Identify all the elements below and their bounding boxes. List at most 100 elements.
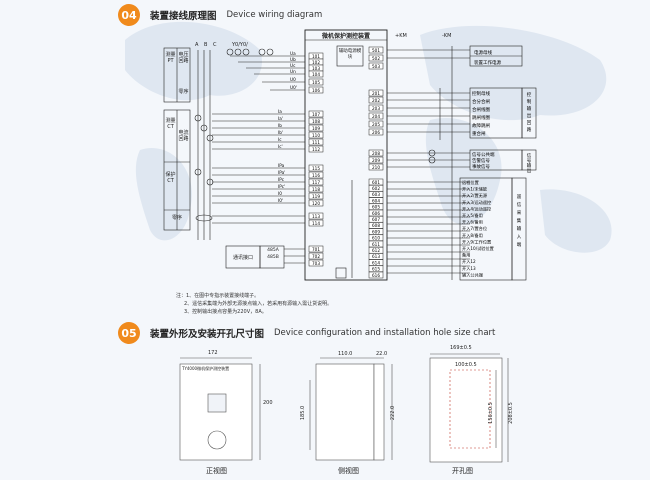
terminal-109-box — [308, 124, 324, 132]
terminal-203: 203 — [372, 106, 380, 111]
terminal-102: 102 — [312, 60, 320, 65]
ctrl-side-char-5: 路 — [527, 126, 532, 133]
terminal-603: 603 — [372, 192, 380, 197]
terminal-204-box — [368, 112, 384, 120]
right-ctrl-2: 合闸线圈 — [472, 106, 490, 113]
terminal-107: 107 — [312, 112, 320, 117]
right-in-12: 开入12 — [462, 259, 476, 265]
terminal-703: 703 — [312, 261, 320, 266]
terminal-118-box — [308, 185, 324, 193]
phase-label-3: Un — [290, 69, 296, 74]
right-in-14: 输入公共端 — [462, 271, 483, 278]
terminal-209: 209 — [372, 158, 380, 163]
terminal-206-box — [368, 128, 384, 136]
current-label-6: IPa — [278, 163, 285, 168]
ctrl-side-char-4: 回 — [527, 120, 532, 126]
label-pt-circuit: 电压回路 — [178, 52, 189, 64]
in-side-char-6: 端 — [517, 241, 522, 248]
current-label-11: I0' — [278, 198, 283, 203]
label-zero-seq-pt: 零序 — [178, 88, 189, 95]
terminal-501-box — [368, 46, 384, 54]
terminal-106: 106 — [312, 88, 320, 93]
section-05-number: 05 — [118, 322, 140, 344]
terminal-113-box — [308, 212, 324, 220]
terminal-120: 120 — [312, 201, 320, 206]
front-width-dim: 172 — [208, 350, 218, 356]
terminal-104: 104 — [312, 72, 320, 77]
bus-a: A — [195, 42, 201, 48]
pt-circuit-text: 电压回路 — [178, 52, 189, 64]
terminal-701-box — [308, 245, 324, 253]
terminal-118: 118 — [312, 187, 320, 192]
ctrl-side-char-0: 控 — [527, 91, 532, 98]
dimension-drawings — [179, 353, 509, 463]
section-04-header: 04 装置接线原理图 Device wiring diagram — [118, 4, 322, 26]
right-ctrl-5: 重合闸 — [472, 130, 486, 137]
label-protect-ct: 保护CT — [165, 172, 176, 184]
hole-outer-w: 169±0.5 — [450, 345, 472, 351]
rs485a-text: 485A — [267, 248, 279, 253]
terminal-114-box — [308, 219, 324, 227]
sig-side-char-3: 出 — [527, 167, 532, 174]
section-04-title-en: Device wiring diagram — [226, 10, 323, 20]
terminal-205-box — [368, 120, 384, 128]
right-in-3: 开入3/远动遥控 — [462, 199, 492, 206]
bus-b: B — [204, 42, 210, 48]
terminal-group: 1011021031041051061071081091101111121151… — [308, 46, 384, 279]
terminal-701: 701 — [312, 247, 320, 252]
right-sig-2: 事故信号 — [472, 163, 490, 170]
terminal-612: 612 — [372, 248, 380, 253]
terminal-105-box — [308, 78, 324, 86]
terminal-614: 614 — [372, 260, 380, 265]
right-in-0: 远程位置 — [462, 179, 479, 186]
measure-ct-text: 测量CT — [165, 118, 176, 130]
km-plus: +KM — [395, 33, 407, 39]
right-sig-0: 信号公共端 — [472, 151, 495, 158]
side-view-label-text: 侧视图 — [338, 467, 359, 475]
side-height-b: 222.0 — [390, 406, 396, 420]
terminal-105: 105 — [312, 80, 320, 85]
hole-view-label: 开孔图 — [452, 466, 473, 476]
device-title-text: 微机保护测控装置 — [321, 33, 370, 40]
front-device-name-text: TY4000微机保护测控装置 — [182, 366, 230, 371]
right-ctrl-4: 故障跳闸 — [472, 122, 490, 129]
side-height-a: 185.0 — [300, 406, 306, 420]
current-label-7: IPa' — [278, 170, 285, 175]
terminal-101: 101 — [312, 54, 320, 59]
terminal-120-box — [308, 199, 324, 207]
current-label-0: Ia — [278, 109, 282, 114]
zero-seq-text: 零序 — [171, 215, 182, 221]
right-in-5: 开入5/备用 — [462, 212, 483, 219]
terminal-111: 111 — [312, 140, 320, 145]
terminal-610: 610 — [372, 236, 380, 241]
terminal-112: 112 — [312, 147, 320, 152]
right-power-bus: 电源母线 — [474, 49, 492, 56]
bus-c: C — [213, 42, 219, 48]
terminal-613: 613 — [372, 254, 380, 259]
side-top-a: 110.0 — [338, 351, 352, 357]
terminal-208-box — [368, 149, 384, 157]
terminal-103: 103 — [312, 66, 320, 71]
power-module: 辅助电源模块 — [337, 49, 363, 61]
right-in-10: 开入10/试验位置 — [462, 245, 494, 252]
sig-side-char-0: 信 — [527, 152, 532, 159]
terminal-209-box — [368, 156, 384, 164]
section-04-number: 04 — [118, 4, 140, 26]
side-height-b-text: 222.0 — [390, 405, 397, 421]
front-view-label-text: 正视图 — [206, 467, 227, 475]
right-in-9: 开入9/工作位置 — [462, 238, 491, 245]
terminal-114: 114 — [312, 221, 320, 226]
in-side-char-1: 信 — [517, 201, 522, 208]
terminal-501: 501 — [372, 48, 380, 53]
terminal-604: 604 — [372, 198, 380, 203]
terminal-608: 608 — [372, 223, 380, 228]
terminal-606: 606 — [372, 211, 380, 216]
terminal-111-box — [308, 138, 324, 146]
terminal-113: 113 — [312, 214, 320, 219]
pt-type-text: Y0/Y0/ — [232, 42, 248, 48]
current-label-3: Ib' — [278, 130, 283, 135]
right-ctrl-0: 控制母线 — [472, 90, 490, 97]
current-label-4: Ic — [278, 137, 282, 142]
power-module-text: 辅助电源模块 — [338, 49, 362, 60]
terminal-110: 110 — [312, 133, 320, 138]
